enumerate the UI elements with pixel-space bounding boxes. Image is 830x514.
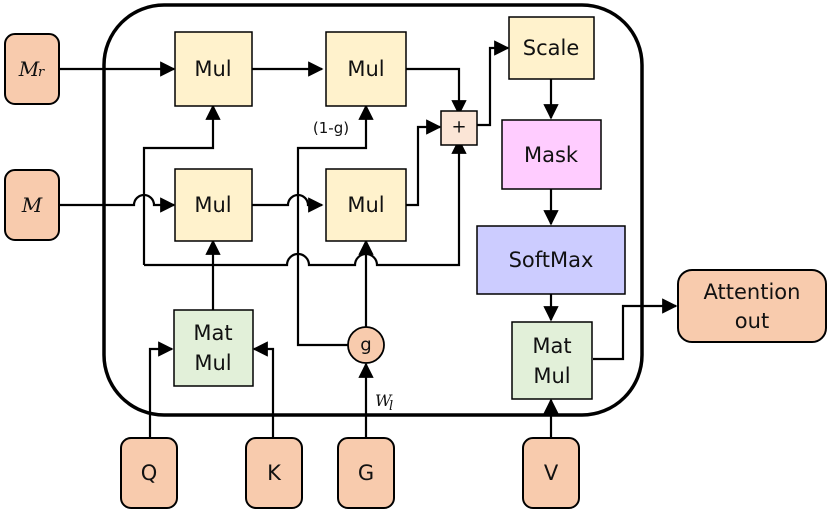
input-q: Q: [120, 437, 178, 509]
plus-label: +: [451, 117, 466, 138]
matmul-qk-box: Mat Mul: [173, 309, 254, 387]
attention-out-line1: Attention: [704, 280, 801, 304]
matmul-qk-line2: Mul: [194, 351, 231, 375]
attention-out-line2: out: [735, 309, 769, 333]
mul-mid-right-label: Mul: [347, 193, 384, 217]
input-g: G: [337, 437, 395, 509]
input-mr: M r: [4, 33, 60, 105]
input-v: V: [522, 437, 580, 509]
wl-label: W l: [375, 391, 393, 414]
one-minus-g-label: (1-g): [313, 119, 349, 137]
matmul-v-line2: Mul: [533, 364, 570, 388]
matmul-v-line1: Mat: [532, 334, 571, 358]
gate-node: g: [347, 326, 385, 364]
softmax-label: SoftMax: [509, 248, 594, 272]
input-g-label: G: [358, 461, 374, 485]
softmax-box: SoftMax: [476, 225, 626, 295]
input-q-label: Q: [141, 461, 158, 485]
module-container: [102, 3, 644, 417]
plus-node: +: [440, 110, 478, 146]
gate-label: g: [360, 335, 371, 356]
matmul-v-box: Mat Mul: [511, 321, 593, 400]
matmul-qk-line1: Mat: [193, 321, 232, 345]
input-v-label: V: [544, 461, 559, 485]
input-m-label: M: [21, 193, 43, 217]
mul-mid-right: Mul: [325, 168, 407, 242]
mul-mid-left: Mul: [174, 168, 253, 242]
mul-top-left-label: Mul: [194, 57, 231, 81]
scale-label: Scale: [523, 36, 580, 60]
mask-label: Mask: [524, 143, 579, 167]
mul-top-left: Mul: [174, 31, 253, 107]
mul-top-right-label: Mul: [347, 57, 384, 81]
mul-top-right: Mul: [325, 31, 407, 107]
scale-box: Scale: [508, 16, 595, 80]
input-m: M: [4, 169, 60, 241]
input-mr-base: M: [18, 57, 40, 81]
input-mr-sub: r: [38, 65, 45, 80]
wl-label-base: W: [375, 391, 393, 410]
input-k: K: [245, 437, 303, 509]
connections: [60, 40, 678, 437]
wl-label-sub: l: [389, 399, 393, 414]
mul-mid-left-label: Mul: [194, 193, 231, 217]
attention-out-box: Attention out: [677, 269, 827, 343]
mask-box: Mask: [501, 119, 602, 190]
input-k-label: K: [267, 461, 282, 485]
